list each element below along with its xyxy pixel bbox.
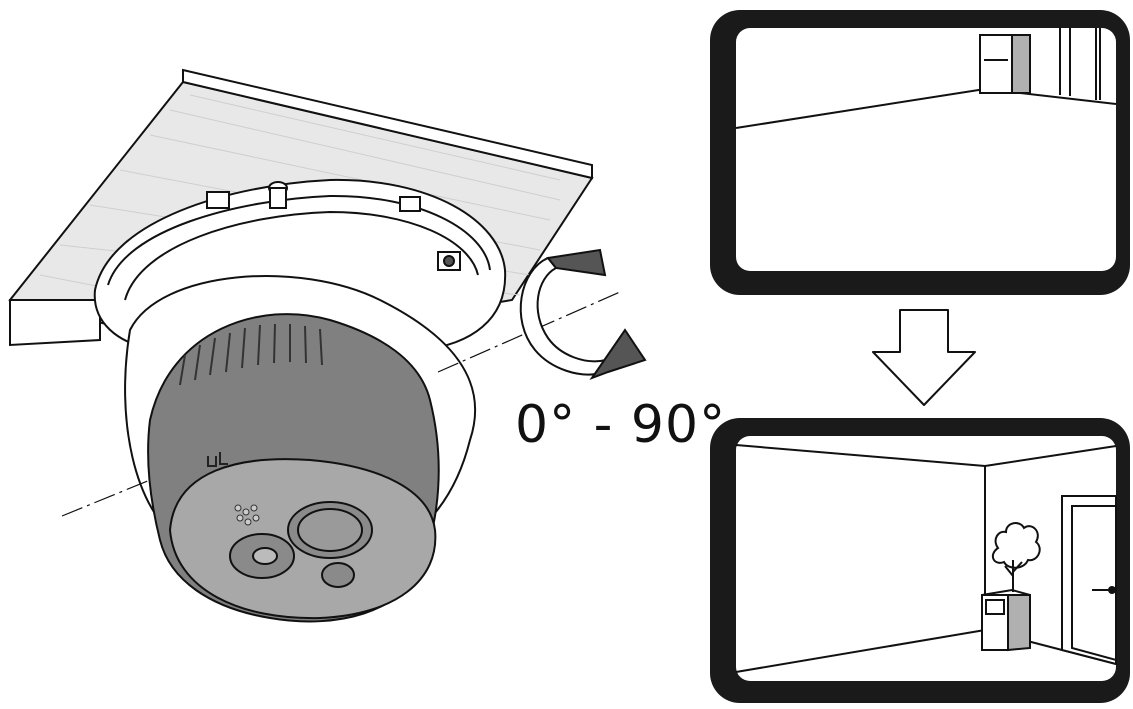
view-after-rotation — [710, 418, 1130, 703]
tree-icon — [991, 522, 1041, 592]
cabinet — [979, 34, 1031, 94]
rotation-arrow-icon — [519, 248, 647, 381]
door — [1061, 495, 1117, 666]
camera-housing — [124, 275, 477, 623]
view-before-rotation — [710, 10, 1130, 295]
cabinet — [981, 588, 1031, 652]
down-arrow-icon — [872, 309, 976, 406]
rotation-angle-label: 0° - 90° — [515, 395, 727, 455]
